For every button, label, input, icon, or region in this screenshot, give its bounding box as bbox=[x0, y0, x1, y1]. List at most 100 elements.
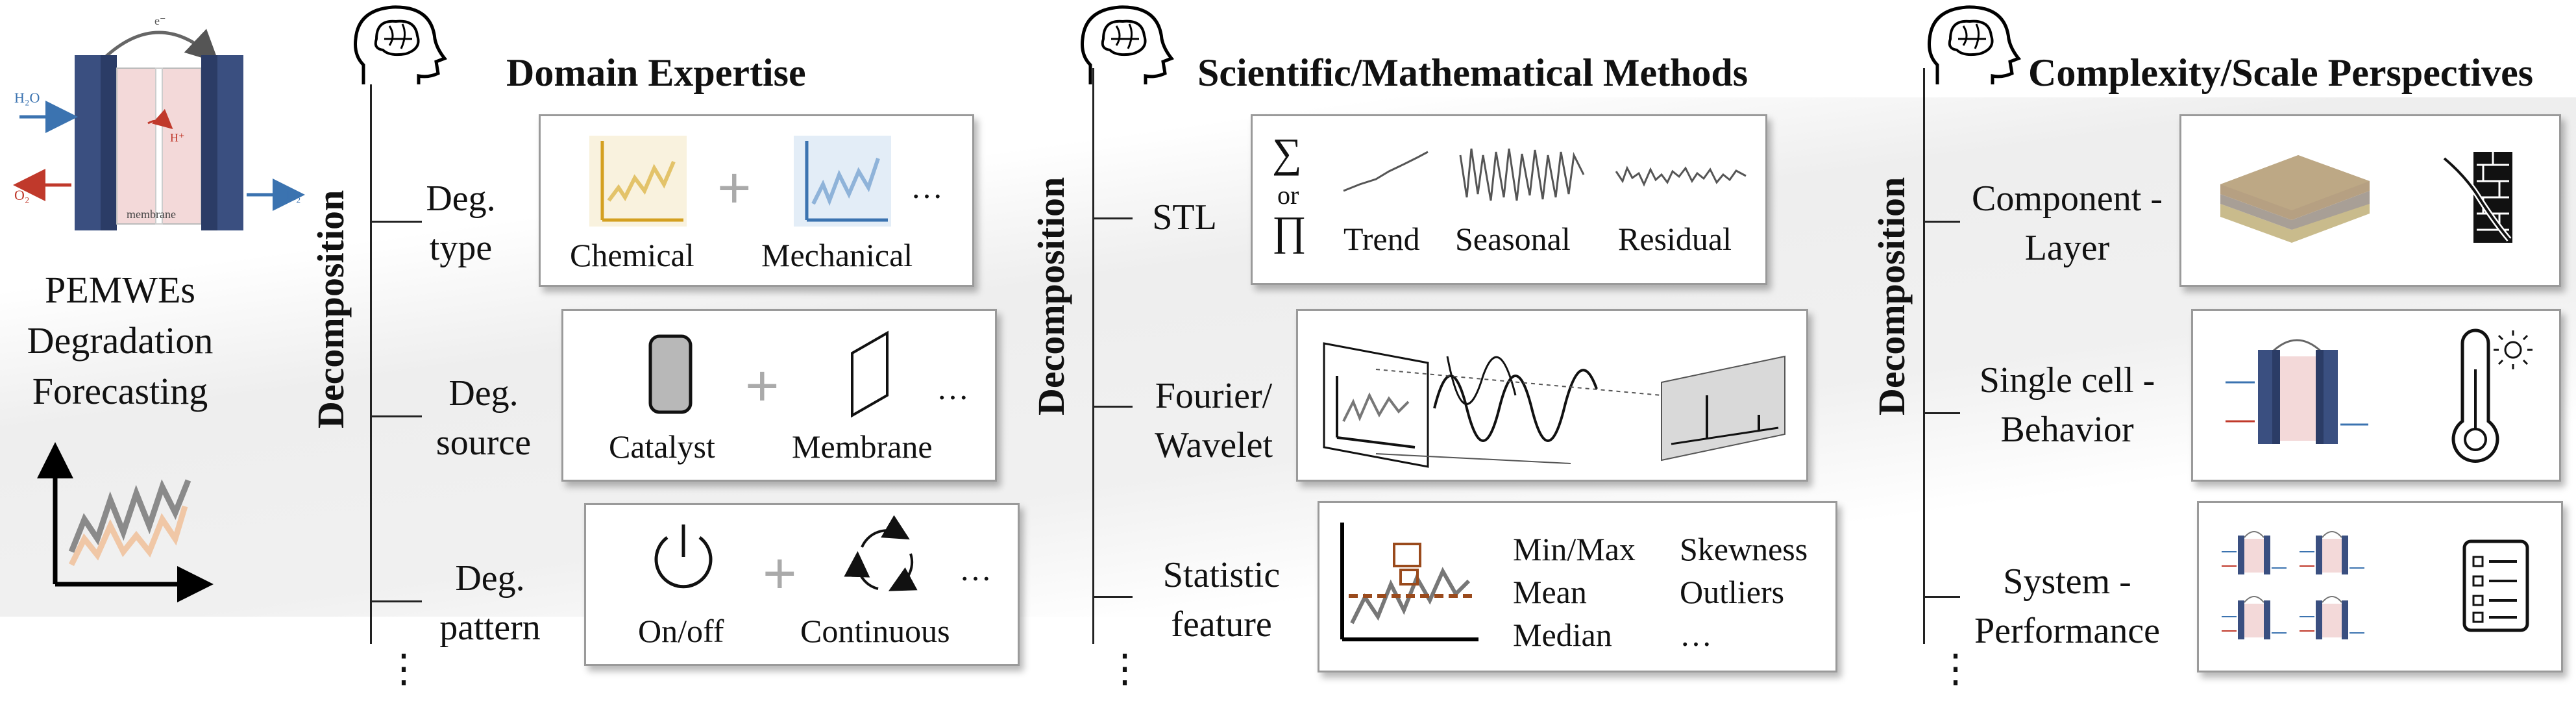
single-cell-icon bbox=[2226, 339, 2368, 444]
row-label-single-cell-behavior: Single cell - Behavior bbox=[1950, 356, 2184, 454]
forecasting-title-line: PEMWEs bbox=[45, 269, 195, 311]
proton-label: H⁺ bbox=[170, 131, 185, 144]
row-label-deg-type: Deg. type bbox=[393, 174, 529, 273]
water-label: H₂O bbox=[14, 90, 40, 106]
fourier-transform-icon bbox=[1323, 342, 1785, 468]
row-label-line: Deg. bbox=[455, 558, 525, 598]
column-axis-line bbox=[1923, 68, 1925, 644]
row-connector bbox=[371, 415, 422, 417]
system-performance-box bbox=[2197, 501, 2563, 672]
more-rows-ellipsis: ⋮ bbox=[384, 647, 423, 690]
ellipsis: … bbox=[937, 370, 969, 406]
item-membrane: Membrane bbox=[792, 428, 933, 465]
layer-stack-icon bbox=[2220, 155, 2370, 243]
forecasting-title-line: Forecasting bbox=[32, 370, 208, 412]
row-connector bbox=[1094, 406, 1133, 408]
plus-icon: + bbox=[745, 354, 779, 419]
feature-list-right: Skewness Outliers … bbox=[1680, 528, 1808, 656]
row-label-line: STL bbox=[1152, 197, 1217, 238]
deg-pattern-box: On/off + Continuous … bbox=[584, 503, 1020, 666]
row-connector bbox=[371, 600, 422, 602]
brain-head-icon bbox=[1081, 5, 1175, 84]
statistic-chart-icon bbox=[1340, 523, 1478, 641]
thermometer-icon bbox=[2451, 328, 2533, 463]
column-axis-line bbox=[1092, 68, 1094, 644]
row-connector bbox=[1924, 412, 1960, 414]
row-label-deg-source: Deg. source bbox=[415, 369, 552, 467]
row-label-line: type bbox=[429, 228, 493, 268]
or-text: or bbox=[1277, 180, 1299, 210]
row-label-fourier-wavelet: Fourier/ Wavelet bbox=[1142, 371, 1285, 470]
catalyst-icon bbox=[648, 334, 693, 414]
product-symbol: ∏ bbox=[1272, 208, 1306, 254]
row-connector bbox=[371, 221, 422, 223]
brain-head-icon bbox=[1928, 5, 2022, 84]
stl-box: ∑ or ∏ Trend Seasonal Residual bbox=[1251, 114, 1767, 285]
statistic-feature-box: Min/Max Mean Median Skewness Outliers … bbox=[1318, 501, 1837, 672]
feature-mean: Mean bbox=[1513, 574, 1587, 610]
forecasting-title: PEMWEs Degradation Forecasting bbox=[0, 265, 240, 417]
feature-median: Median bbox=[1513, 617, 1612, 653]
mechanical-chart-icon bbox=[794, 136, 891, 227]
row-label-line: Component - bbox=[1972, 179, 2163, 219]
forecast-chart-icon bbox=[37, 442, 214, 602]
feature-min-max: Min/Max bbox=[1513, 531, 1636, 567]
row-label-line: Single cell - bbox=[1979, 360, 2155, 401]
checklist-icon bbox=[2462, 539, 2529, 632]
decomposition-axis-label: Decomposition bbox=[1871, 177, 1913, 415]
forecasting-title-line: Degradation bbox=[27, 319, 214, 362]
row-label-line: source bbox=[435, 423, 532, 463]
row-connector bbox=[1924, 221, 1960, 223]
fourier-box bbox=[1296, 309, 1808, 482]
column-title-domain-expertise: Domain Expertise bbox=[506, 51, 806, 94]
column-title-scientific-methods: Scientific/Mathematical Methods bbox=[1197, 51, 1748, 94]
wall-heat-icon bbox=[2442, 152, 2512, 243]
row-label-line: Wavelet bbox=[1154, 425, 1273, 465]
item-trend: Trend bbox=[1343, 221, 1420, 257]
brain-head-icon bbox=[354, 5, 448, 84]
decomposition-axis-label: Decomposition bbox=[310, 190, 352, 428]
row-label-line: Performance bbox=[1974, 611, 2161, 651]
item-on-off: On/off bbox=[638, 613, 724, 649]
item-catalyst: Catalyst bbox=[609, 428, 715, 465]
row-label-system-performance: System - Performance bbox=[1950, 557, 2184, 656]
item-residual: Residual bbox=[1618, 221, 1732, 257]
row-label-line: Deg. bbox=[448, 373, 519, 413]
decomposition-axis-label: Decomposition bbox=[1030, 177, 1072, 415]
column-title-complexity-scale: Complexity/Scale Perspectives bbox=[2028, 51, 2534, 94]
row-label-stl: STL bbox=[1139, 193, 1230, 242]
ellipsis: … bbox=[959, 551, 992, 587]
row-label-line: Fourier/ bbox=[1155, 376, 1273, 416]
column-axis-line bbox=[370, 84, 372, 644]
power-icon bbox=[654, 524, 713, 589]
seasonal-wave-icon bbox=[1459, 148, 1585, 201]
row-label-component-layer: Component - Layer bbox=[1950, 174, 2184, 273]
sum-symbol: ∑ bbox=[1272, 130, 1302, 176]
membrane-label: membrane bbox=[127, 208, 176, 221]
row-label-line: Layer bbox=[2024, 228, 2110, 268]
component-layer-box bbox=[2179, 114, 2561, 287]
residual-noise-icon bbox=[1615, 166, 1747, 187]
row-connector bbox=[1094, 596, 1133, 598]
row-connector bbox=[1094, 217, 1133, 219]
more-rows-ellipsis: ⋮ bbox=[1936, 647, 1975, 690]
electron-label: e⁻ bbox=[154, 14, 166, 27]
row-label-line: Statistic bbox=[1162, 555, 1281, 595]
row-label-deg-pattern: Deg. pattern bbox=[422, 554, 558, 652]
more-rows-ellipsis: ⋮ bbox=[1105, 647, 1144, 690]
feature-more: … bbox=[1680, 617, 1712, 653]
plus-icon: + bbox=[763, 541, 797, 606]
hydrogen-label: H₂ bbox=[286, 187, 301, 203]
row-label-line: System - bbox=[2003, 561, 2131, 602]
deg-source-box: Catalyst + Membrane … bbox=[561, 309, 997, 482]
row-label-line: feature bbox=[1171, 604, 1272, 645]
row-label-statistic-feature: Statistic feature bbox=[1144, 550, 1299, 649]
trend-line-icon bbox=[1343, 151, 1429, 192]
membrane-icon bbox=[851, 330, 889, 418]
plus-icon: + bbox=[717, 156, 752, 221]
item-chemical: Chemical bbox=[570, 237, 694, 273]
row-label-line: pattern bbox=[439, 608, 541, 648]
item-seasonal: Seasonal bbox=[1455, 221, 1571, 257]
feature-skewness: Skewness bbox=[1680, 531, 1808, 567]
row-label-line: Deg. bbox=[426, 179, 496, 219]
